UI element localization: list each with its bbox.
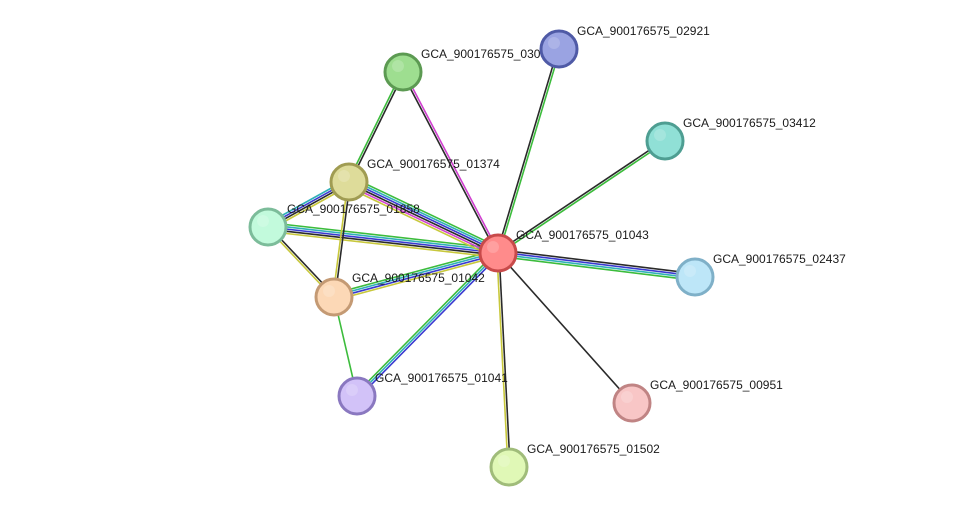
edge-evidence-line [497,255,695,282]
node-layer [248,29,715,487]
node-label-n01041: GCA_900176575_01041 [375,371,508,385]
edge-n01043-n03412[interactable] [496,139,667,255]
node-highlight [684,265,696,277]
edge-evidence-line [498,141,667,255]
edge-evidence-line [356,252,499,397]
node-label-n01042: GCA_900176575_01042 [352,271,485,285]
node-n01042[interactable] [314,277,354,317]
edge-evidence-line [347,184,497,257]
node-highlight [621,391,633,403]
edge-evidence-line [268,224,499,252]
node-n02437[interactable] [675,257,715,297]
node-label-n02921: GCA_900176575_02921 [577,24,710,38]
edge-evidence-line [498,252,511,467]
edge-n01043-n03xx[interactable] [401,71,500,254]
edge-evidence-line [497,252,633,404]
edge-evidence-line [498,251,696,277]
node-label-n01374: GCA_900176575_01374 [367,157,500,171]
node-highlight [487,241,499,253]
node-n01858[interactable] [248,207,288,247]
edge-evidence-line [498,49,561,254]
edge-evidence-line [496,139,665,253]
edge-evidence-line [357,253,501,399]
node-highlight [392,60,404,72]
edge-evidence-line [334,255,500,301]
edge-evidence-line [496,253,509,468]
edge-n01043-n01858[interactable] [267,221,499,259]
edge-evidence-line [346,186,496,259]
edge-evidence-line [334,253,499,299]
edge-n01043-n01041[interactable] [354,250,501,399]
edge-n01043-n02437[interactable] [497,248,696,282]
node-label-n01043: GCA_900176575_01043 [516,228,649,242]
node-label-n02437: GCA_900176575_02437 [713,252,846,266]
node-n01043[interactable] [478,233,518,273]
node-highlight [323,285,335,297]
edge-evidence-line [401,72,498,254]
edge-evidence-line [496,48,559,253]
edge-evidence-line [350,178,500,251]
node-highlight [257,215,269,227]
node-n03412[interactable] [645,121,685,161]
node-highlight [338,170,350,182]
edge-n03xx-n01374[interactable] [347,71,405,183]
edge-evidence-line [354,250,498,396]
edge-n01043-n02921[interactable] [496,48,561,254]
node-highlight [548,37,560,49]
edge-evidence-line [333,251,498,297]
edge-n01043-n01374[interactable] [346,176,501,259]
node-n01502[interactable] [489,447,529,487]
node-label-n01858: GCA_900176575_01858 [287,202,420,216]
node-n01374[interactable] [329,162,369,202]
edge-evidence-line [403,71,500,253]
edge-evidence-line [267,228,498,256]
node-highlight [498,455,510,467]
edge-n01043-n01502[interactable] [496,252,511,468]
label-layer: GCA_900176575_01043GCA_900176575_030GCA_… [287,24,846,456]
edge-evidence-line [267,230,498,259]
edge-evidence-line [497,253,695,279]
node-n03xx[interactable] [383,52,423,92]
node-n02921[interactable] [539,29,579,69]
node-highlight [654,129,666,141]
edge-evidence-line [267,226,499,254]
node-n00951[interactable] [612,383,652,423]
node-highlight [346,384,358,396]
edge-evidence-line [351,176,501,249]
node-label-n03xx: GCA_900176575_030 [421,47,541,61]
edge-n01043-n01042[interactable] [332,249,500,301]
node-label-n01502: GCA_900176575_01502 [527,442,660,456]
edge-evidence-line [498,248,696,275]
edge-evidence-line [332,249,498,295]
node-label-n03412: GCA_900176575_03412 [683,116,816,130]
edge-evidence-line [348,182,498,255]
node-n01041[interactable] [337,376,377,416]
edge-n01043-n00951[interactable] [497,252,633,404]
node-label-n00951: GCA_900176575_00951 [650,378,783,392]
edge-evidence-line [349,180,499,253]
edge-evidence-line [268,221,499,250]
edge-evidence-line [349,72,405,183]
edge-evidence-line [347,71,403,182]
